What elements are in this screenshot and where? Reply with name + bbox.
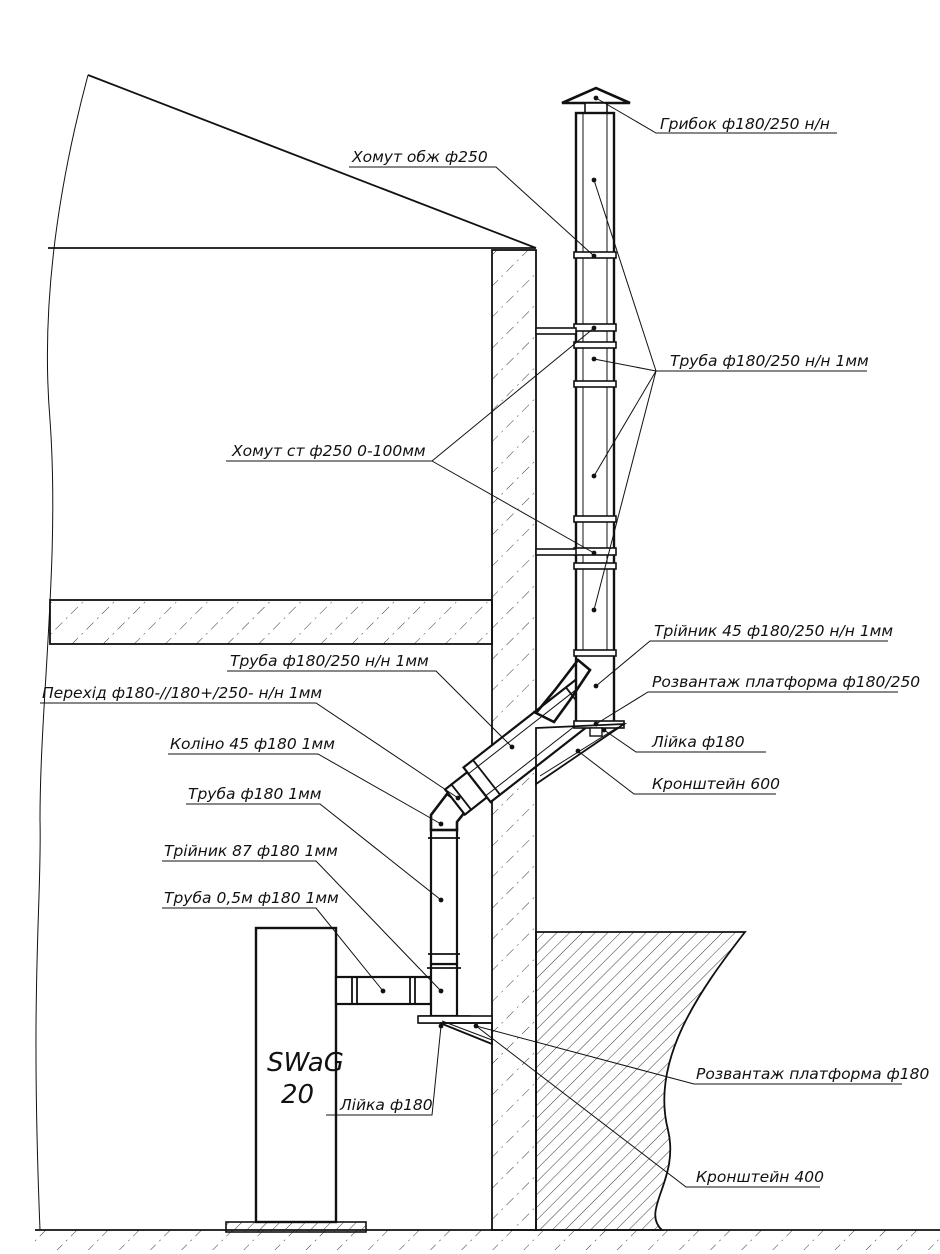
boiler-model: 20 (281, 1080, 314, 1110)
label-funnel-bottom: Лійка ф180 (339, 1096, 433, 1114)
label-pipe-single: Труба ф180 1мм (188, 785, 322, 803)
chimney-cap (561, 86, 631, 105)
label-pipe-inclined: Труба ф180/250 н/н 1мм (230, 652, 429, 670)
label-platform-insulated: Розвантаж платформа ф180/250 (652, 673, 920, 691)
label-cap: Грибок ф180/250 н/н (660, 115, 830, 133)
label-tee-45: Трійник 45 ф180/250 н/н 1мм (654, 622, 893, 640)
upper-bracket (535, 722, 628, 786)
labels: Грибок ф180/250 н/н Хомут обж ф250 Труба… (42, 115, 929, 1186)
roof (48, 74, 537, 249)
indoor-chimney (334, 678, 605, 1046)
boiler-brand: SWaG (267, 1048, 344, 1078)
label-bracket-400: Кронштейн 400 (696, 1168, 824, 1186)
vertical-single-pipe (429, 828, 459, 966)
label-elbow-45: Коліно 45 ф180 1мм (170, 735, 335, 753)
label-tee-87: Трійник 87 ф180 1мм (164, 842, 338, 860)
wall-clamp-upper (535, 327, 577, 335)
lower-bracket (439, 1022, 493, 1046)
boiler-base (225, 1221, 367, 1233)
floor-slab (49, 599, 493, 645)
ground-outside (535, 931, 747, 1231)
lower-platform (417, 1015, 493, 1024)
label-clamp-wall: Хомут ст ф250 0-100мм (231, 442, 426, 460)
main-stack (574, 111, 616, 725)
wall-clamp-lower (535, 548, 577, 556)
leader-lines (40, 97, 902, 1188)
ground-floor (35, 1230, 940, 1250)
tee-87 (429, 962, 459, 1018)
tee-45 (533, 658, 592, 724)
outdoor-chimney (533, 86, 631, 786)
label-pipe-half-meter: Труба 0,5м ф180 1мм (164, 889, 339, 907)
boiler: SWaG 20 (225, 926, 367, 1233)
label-funnel-top: Лійка ф180 (651, 733, 745, 751)
label-bracket-600: Кронштейн 600 (652, 775, 780, 793)
label-transition: Перехід ф180-//180+/250- н/н 1мм (42, 684, 322, 702)
label-platform-single: Розвантаж платформа ф180 (696, 1065, 929, 1083)
label-pipe-insulated: Труба ф180/250 н/н 1мм (670, 352, 869, 370)
label-clamp-compression: Хомут обж ф250 (351, 148, 488, 166)
break-line-left (35, 74, 89, 1231)
